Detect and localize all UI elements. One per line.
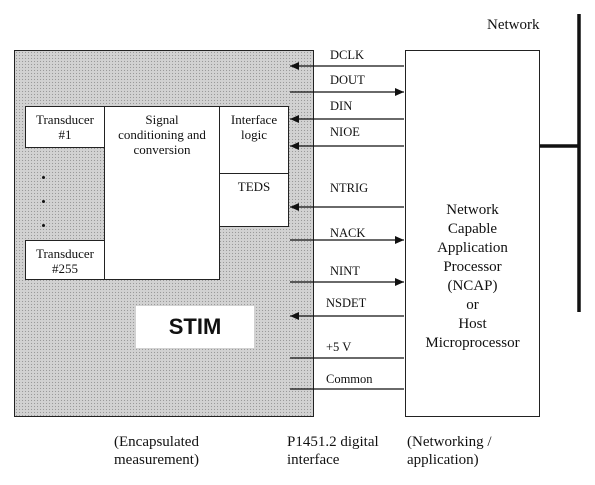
ncap-line: (NCAP) xyxy=(447,278,498,294)
arrowhead-icon xyxy=(290,62,299,70)
teds-label: TEDS xyxy=(237,179,271,194)
ncap-line: Capable xyxy=(447,221,498,237)
caption-left-line1: (Encapsulated xyxy=(114,434,199,450)
transducer-255-box: Transducer #255 xyxy=(25,240,105,280)
caption-middle-line2: interface xyxy=(287,452,340,468)
caption-right-line1: (Networking / xyxy=(407,434,492,450)
transducer-1-label-line1: Transducer xyxy=(35,112,94,127)
signal-label-nioe: NIOE xyxy=(330,125,360,139)
network-label: Network xyxy=(487,17,540,33)
teds-box: TEDS xyxy=(219,173,289,227)
signal-label-dout: DOUT xyxy=(330,73,365,87)
transducer-255-label-line2: #255 xyxy=(52,261,78,276)
signal-label-ntrig: NTRIG xyxy=(330,181,369,195)
signal-label-5v: +5 V xyxy=(326,340,352,354)
arrowhead-icon xyxy=(395,278,404,286)
caption-right: (Networking / application) xyxy=(407,433,492,469)
signal-conditioning-box: Signal conditioning and conversion xyxy=(104,106,220,280)
signal-label-nint: NINT xyxy=(330,264,360,278)
ellipsis-dot xyxy=(42,224,45,227)
arrowhead-icon xyxy=(395,236,404,244)
interface-logic-box: Interface logic xyxy=(219,106,289,174)
signal-label-nsdet: NSDET xyxy=(326,296,367,310)
interface-logic-line1: Interface xyxy=(230,112,278,127)
arrowhead-icon xyxy=(395,88,404,96)
signal-label-dclk: DCLK xyxy=(330,48,365,62)
transducer-1-label-line2: #1 xyxy=(58,127,72,142)
ncap-line: Application xyxy=(437,240,508,256)
signal-conditioning-line1: Signal xyxy=(145,112,179,127)
arrowhead-icon xyxy=(290,115,299,123)
signal-lines xyxy=(290,62,404,390)
caption-left: (Encapsulated measurement) xyxy=(114,433,199,469)
transducer-255-label-line1: Transducer xyxy=(35,246,94,261)
ncap-line: Microprocessor xyxy=(425,335,520,351)
arrowhead-icon xyxy=(290,203,299,211)
ncap-line: Network xyxy=(446,202,499,218)
signal-conditioning-line2: conditioning and xyxy=(118,127,206,142)
ncap-block: Network Capable Application Processor (N… xyxy=(405,50,540,417)
interface-logic-line2: logic xyxy=(241,127,267,142)
caption-right-line2: application) xyxy=(407,452,479,468)
arrowhead-icon xyxy=(290,312,299,320)
ellipsis-dot xyxy=(42,176,45,179)
ncap-label: Network Capable Application Processor (N… xyxy=(406,201,539,353)
transducer-1-box: Transducer #1 xyxy=(25,106,105,148)
arrowhead-icon xyxy=(290,142,299,150)
ellipsis-dot xyxy=(42,200,45,203)
ncap-line: Processor xyxy=(443,259,502,275)
ncap-line: Host xyxy=(458,316,487,332)
caption-middle-line1: P1451.2 digital xyxy=(287,434,379,450)
caption-middle: P1451.2 digital interface xyxy=(287,433,379,469)
stim-label: STIM xyxy=(136,306,254,348)
signal-conditioning-line3: conversion xyxy=(133,142,191,157)
signal-label-din: DIN xyxy=(330,99,353,113)
signal-label-common: Common xyxy=(326,372,373,386)
signal-label-nack: NACK xyxy=(330,226,366,240)
caption-left-line2: measurement) xyxy=(114,452,199,468)
ncap-line: or xyxy=(466,297,479,313)
